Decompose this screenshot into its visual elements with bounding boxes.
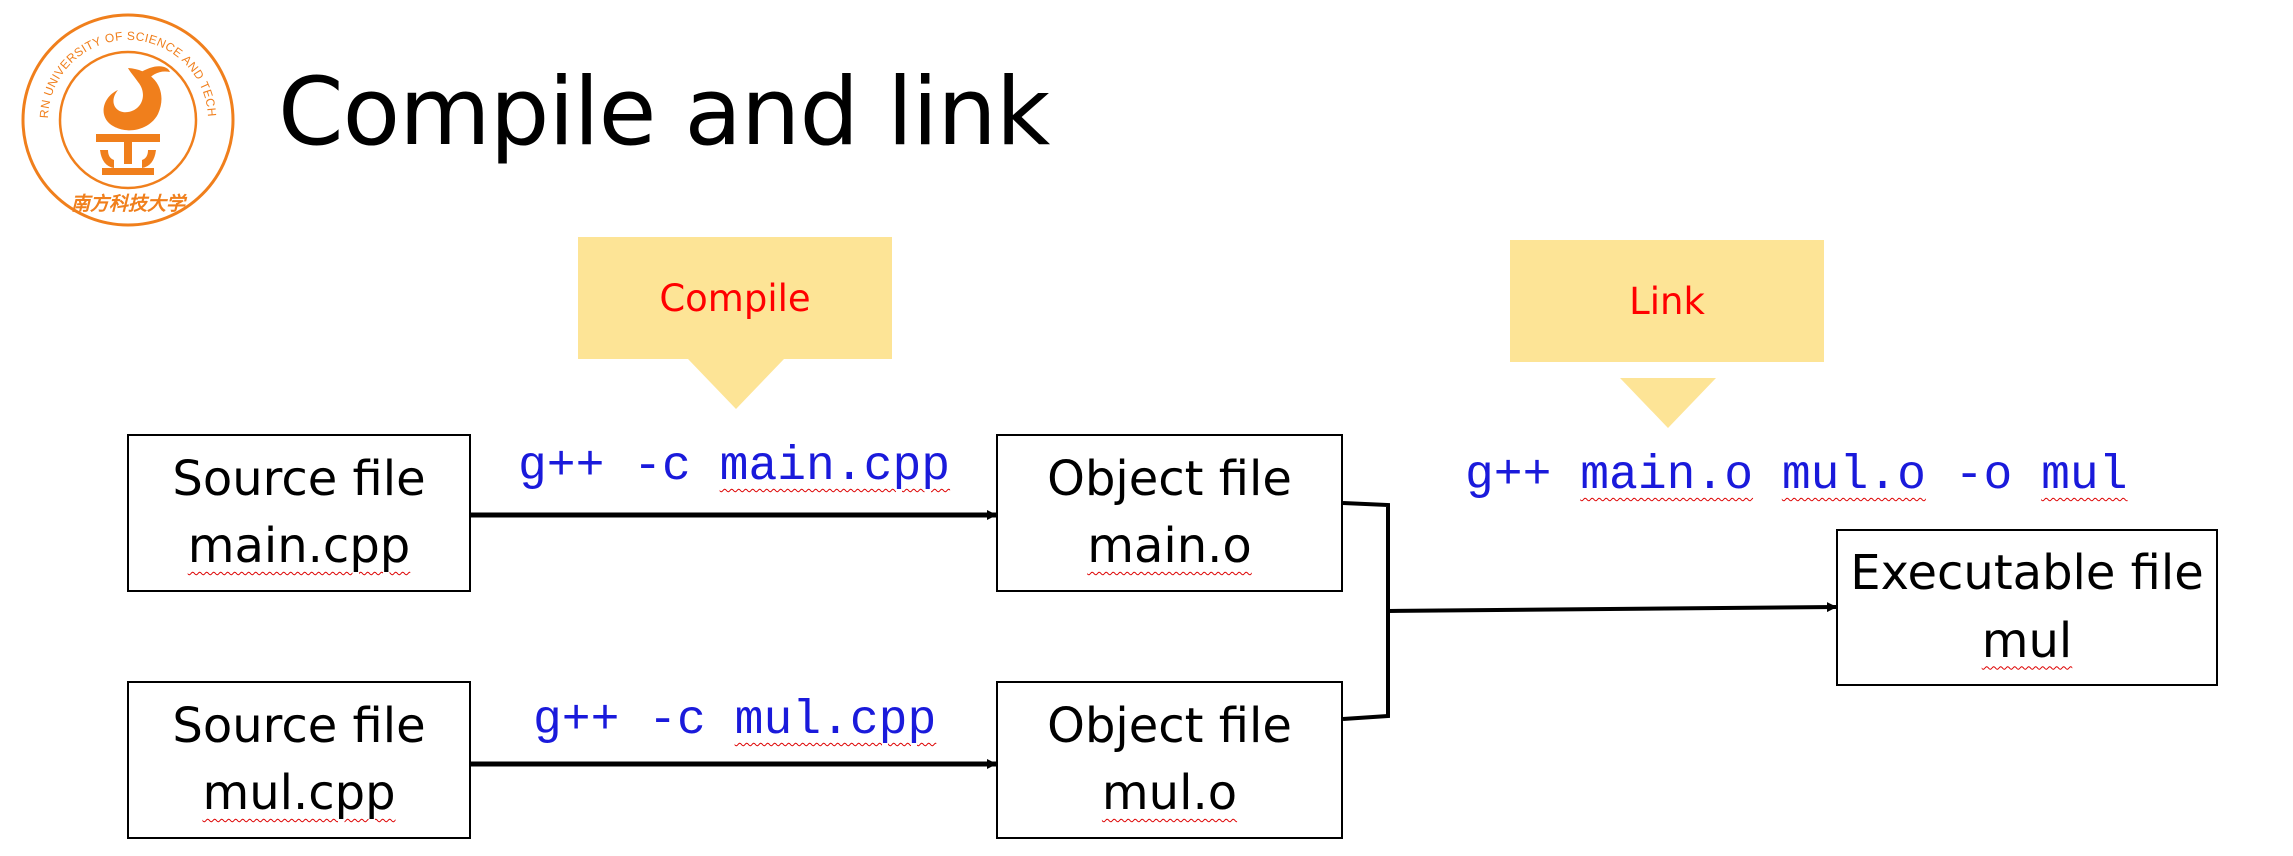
compile-callout: Compile [578,237,892,359]
link-flag: -o [1954,449,2013,503]
svg-text:SOUTHERN UNIVERSITY OF SCIENCE: SOUTHERN UNIVERSITY OF SCIENCE AND TECHN… [18,10,219,119]
compile-main-prefix: g++ -c [518,440,720,494]
executable-line1: Executable file [1850,545,2204,602]
link-command: g++ main.o mul.o -o mul [1465,452,2128,500]
compile-mul-prefix: g++ -c [533,694,735,748]
executable-file-box: Executable file mul [1836,529,2218,686]
compile-mul-file: mul.cpp [734,694,937,748]
compile-callout-arrow [688,359,784,409]
source-mul-line1: Source file [172,697,426,754]
compile-callout-label: Compile [659,276,811,320]
compile-main-file: main.cpp [719,440,951,494]
arrow-link [1387,602,1837,613]
object-mul-line1: Object file [1047,697,1292,754]
university-logo: SOUTHERN UNIVERSITY OF SCIENCE AND TECHN… [18,10,235,227]
source-main-line2: main.cpp [187,518,411,574]
object-file-mul-box: Object file mul.o [996,681,1343,839]
executable-line2: mul [1981,612,2073,669]
source-file-main-box: Source file main.cpp [127,434,471,592]
link-out: mul [2041,449,2128,503]
link-callout-arrow [1620,378,1716,428]
link-obj2: mul.o [1781,449,1926,503]
bracket-objects [1342,501,1390,721]
link-callout-label: Link [1629,279,1705,323]
object-file-main-box: Object file main.o [996,434,1343,592]
source-main-line1: Source file [172,450,426,507]
link-obj1: main.o [1580,449,1754,503]
object-main-line1: Object file [1047,450,1292,507]
logo-text-top: SOUTHERN UNIVERSITY OF SCIENCE AND TECHN… [18,10,219,119]
object-mul-line2: mul.o [1101,765,1238,821]
source-file-mul-box: Source file mul.cpp [127,681,471,839]
compile-main-command: g++ -c main.cpp [518,443,950,491]
page-title: Compile and link [278,58,1050,167]
source-mul-line2: mul.cpp [202,765,396,821]
logo-text-bottom: 南方科技大学 [71,193,188,215]
link-prefix: g++ [1465,449,1581,503]
compile-mul-command: g++ -c mul.cpp [533,697,936,745]
object-main-line2: main.o [1087,518,1252,574]
link-callout: Link [1510,240,1824,362]
